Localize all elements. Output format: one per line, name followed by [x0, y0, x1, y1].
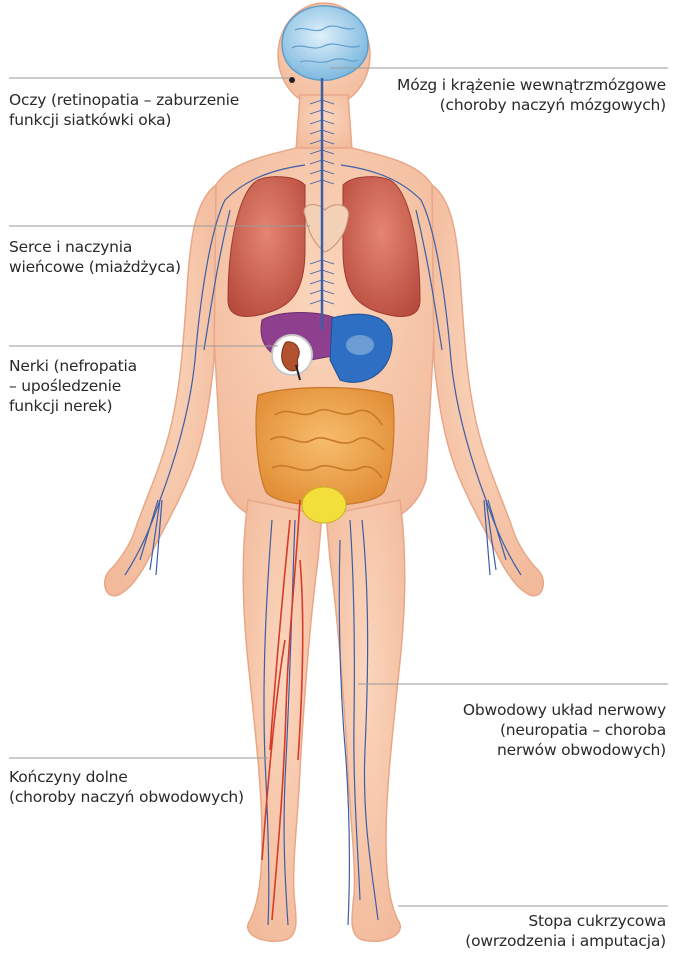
label-nerves-line-3: nerwów obwodowych)	[463, 740, 666, 760]
label-nerves-line-1: Obwodowy układ nerwowy	[463, 700, 666, 720]
label-heart: Serce i naczynia wieńcowe (miażdżyca)	[9, 237, 181, 277]
brain	[282, 6, 368, 80]
label-foot-line-1: Stopa cukrzycowa	[465, 911, 666, 931]
label-foot: Stopa cukrzycowa (owrzodzenia i amputacj…	[465, 911, 666, 951]
label-kidneys-line-3: funkcji nerek)	[9, 396, 137, 416]
bladder	[302, 487, 346, 523]
label-brain-line-2: (choroby naczyń mózgowych)	[397, 95, 666, 115]
label-eyes-line-2: funkcji siatkówki oka)	[9, 110, 239, 130]
label-brain-line-1: Mózg i krążenie wewnątrzmózgowe	[397, 75, 666, 95]
label-kidneys: Nerki (nefropatia – upośledzenie funkcji…	[9, 356, 137, 416]
label-legs-line-1: Kończyny dolne	[9, 767, 244, 787]
label-kidneys-line-1: Nerki (nefropatia	[9, 356, 137, 376]
label-foot-line-2: (owrzodzenia i amputacja)	[465, 931, 666, 951]
label-nerves-line-2: (neuropatia – choroba	[463, 720, 666, 740]
label-legs-line-2: (choroby naczyń obwodowych)	[9, 787, 244, 807]
label-legs: Kończyny dolne (choroby naczyń obwodowyc…	[9, 767, 244, 807]
label-kidneys-line-2: – upośledzenie	[9, 376, 137, 396]
label-eyes: Oczy (retinopatia – zaburzenie funkcji s…	[9, 90, 239, 130]
label-eyes-line-1: Oczy (retinopatia – zaburzenie	[9, 90, 239, 110]
label-heart-line-1: Serce i naczynia	[9, 237, 181, 257]
label-brain: Mózg i krążenie wewnątrzmózgowe (choroby…	[397, 75, 666, 115]
pancreas-patch	[346, 335, 374, 355]
label-nerves: Obwodowy układ nerwowy (neuropatia – cho…	[463, 700, 666, 760]
label-heart-line-2: wieńcowe (miażdżyca)	[9, 257, 181, 277]
